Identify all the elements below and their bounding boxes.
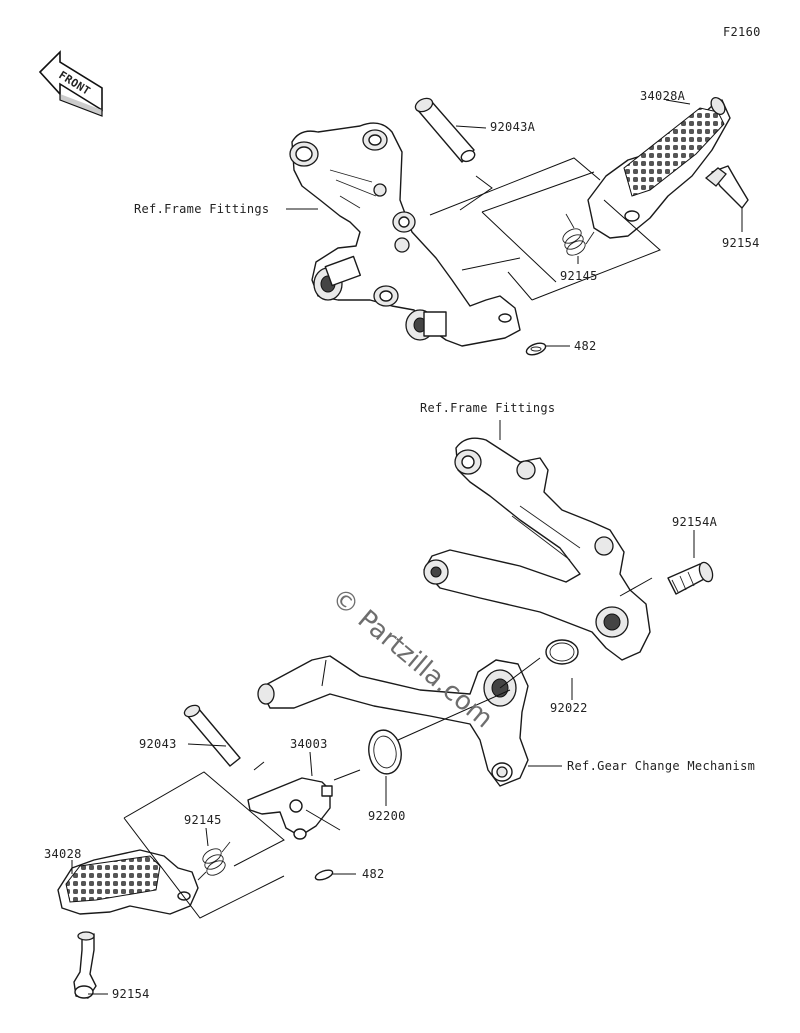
peg-holder-34003 — [247, 777, 333, 840]
label-92022: 92022 — [550, 701, 588, 715]
label-92145-bottom: 92145 — [184, 813, 222, 827]
washer-92200 — [368, 729, 402, 775]
label-92154A: 92154A — [672, 515, 718, 529]
label-92200: 92200 — [368, 809, 406, 823]
pin-92043A — [414, 97, 476, 163]
label-34028A: 34028A — [640, 89, 686, 103]
top-leaders — [286, 99, 743, 347]
rider-bracket-top — [289, 122, 521, 347]
label-92154-top: 92154 — [722, 236, 760, 250]
footpeg-34028A — [587, 96, 731, 239]
bolt-92154-bottom — [73, 931, 97, 999]
spring-92145-bottom — [197, 841, 231, 881]
label-ref-gear-change-mechanism: Ref.Gear Change Mechanism — [567, 759, 755, 773]
washer-92022 — [545, 639, 579, 665]
figure-code: F2160 — [723, 25, 761, 39]
label-92043A: 92043A — [490, 120, 536, 134]
rider-bracket-rear — [423, 437, 651, 661]
clip-482-bottom — [314, 869, 334, 881]
pin-92043 — [183, 704, 241, 767]
bottom-explode-lines — [123, 577, 653, 919]
bottom-leaders — [71, 420, 695, 995]
label-92154-bottom: 92154 — [112, 987, 150, 1001]
label-482-top: 482 — [574, 339, 597, 353]
label-34003: 34003 — [290, 737, 328, 751]
front-arrow-icon: FRONT — [38, 50, 103, 117]
clip-482-top — [525, 342, 547, 356]
label-ref-frame-fittings-rear: Ref.Frame Fittings — [420, 401, 555, 415]
label-92043: 92043 — [139, 737, 177, 751]
spring-92145-top — [562, 213, 595, 256]
bolt-92154-top — [704, 165, 749, 209]
footpeg-34028 — [57, 849, 199, 915]
label-482-bottom: 482 — [362, 867, 385, 881]
bolt-92154A — [667, 561, 714, 595]
label-34028: 34028 — [44, 847, 82, 861]
label-92145-top: 92145 — [560, 269, 598, 283]
top-explode-lines — [429, 157, 661, 301]
label-ref-frame-fittings-top: Ref.Frame Fittings — [134, 202, 269, 216]
